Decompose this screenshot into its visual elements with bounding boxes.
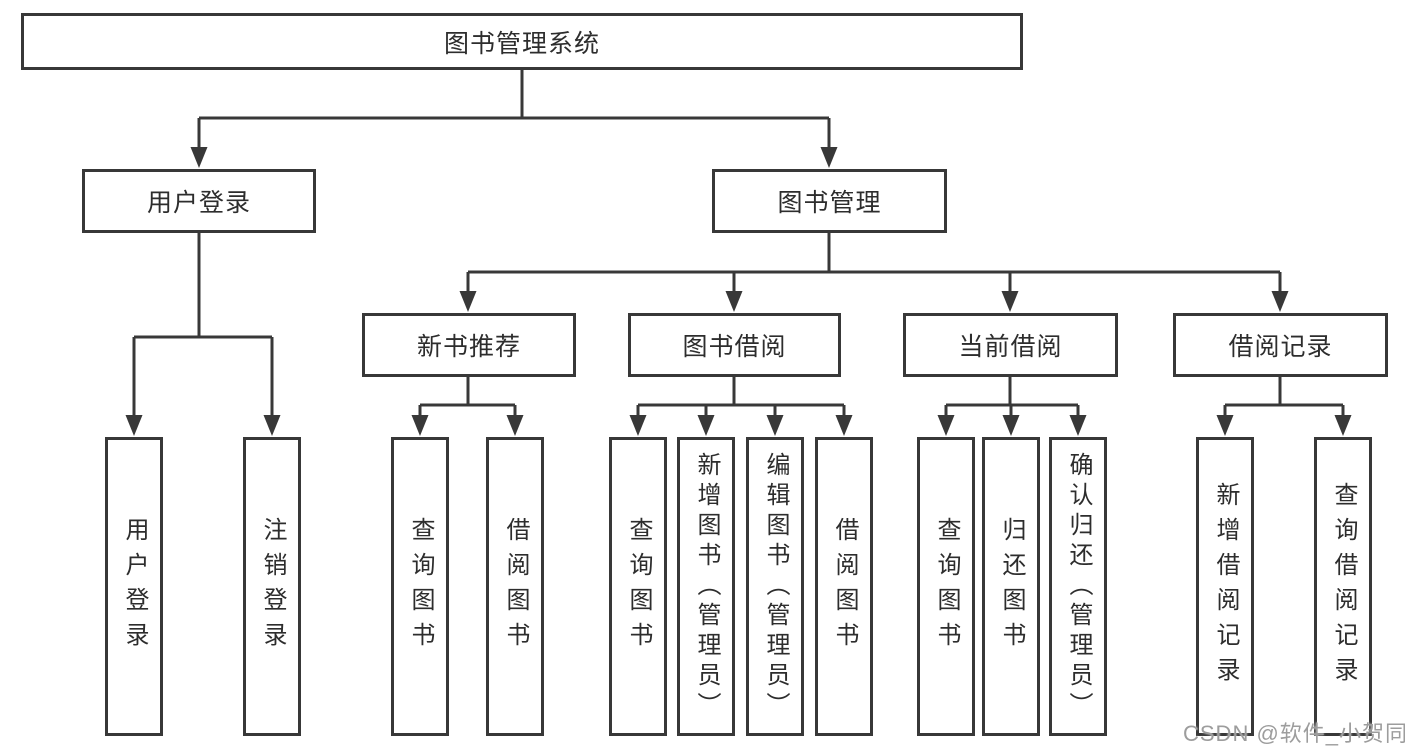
- arrow-icon: [697, 415, 715, 436]
- node-library-management-system: 图书管理系统: [21, 13, 1023, 70]
- arrow-icon: [1001, 291, 1019, 312]
- arrow-icon: [725, 291, 743, 312]
- arrow-icon: [1002, 415, 1020, 436]
- arrow-icon: [263, 415, 281, 436]
- node-current-borrowing: 当前借阅: [903, 313, 1118, 377]
- arrow-icon: [1069, 415, 1087, 436]
- node-bb-edit-books-admin: 编辑图书（管理员）: [746, 437, 804, 736]
- node-label: 注销登录: [259, 516, 286, 657]
- node-nb-query-books: 查询图书: [391, 437, 449, 736]
- node-cb-query-books: 查询图书: [917, 437, 975, 736]
- node-label: 用户登录: [146, 189, 251, 217]
- node-br-query-record: 查询借阅记录: [1314, 437, 1372, 736]
- node-label: 查询图书: [625, 516, 652, 657]
- node-user-login: 用户登录: [105, 437, 163, 736]
- arrow-icon: [125, 415, 143, 436]
- node-br-add-record: 新增借阅记录: [1196, 437, 1254, 736]
- node-label: 编辑图书（管理员）: [762, 451, 789, 722]
- node-label: 查询借阅记录: [1330, 481, 1357, 692]
- node-nb-borrow-books: 借阅图书: [486, 437, 544, 736]
- node-label: 图书管理: [777, 189, 882, 217]
- node-label: 确认归还（管理员）: [1065, 451, 1092, 722]
- node-bb-query-books: 查询图书: [609, 437, 667, 736]
- node-label: 图书管理系统: [443, 29, 600, 58]
- node-logout-login: 注销登录: [243, 437, 301, 736]
- arrow-icon: [190, 147, 208, 168]
- connector-lines: [132, 69, 1345, 417]
- node-borrow-records: 借阅记录: [1173, 313, 1388, 377]
- node-label: 借阅图书: [502, 516, 529, 657]
- arrow-icon: [506, 415, 524, 436]
- node-bb-borrow-books: 借阅图书: [815, 437, 873, 736]
- node-user-login-group: 用户登录: [82, 169, 316, 233]
- node-label: 查询图书: [407, 516, 434, 657]
- arrow-icon: [766, 415, 784, 436]
- arrow-icon: [411, 415, 429, 436]
- node-book-management: 图书管理: [712, 169, 947, 233]
- node-label: 查询图书: [933, 516, 960, 657]
- node-label: 新增借阅记录: [1212, 481, 1239, 692]
- node-label: 新增图书（管理员）: [693, 451, 720, 722]
- arrow-icon: [820, 147, 838, 168]
- arrow-icon: [1216, 415, 1234, 436]
- node-label: 新书推荐: [416, 333, 521, 361]
- node-new-book-recommend: 新书推荐: [362, 313, 576, 377]
- arrow-icon: [459, 291, 477, 312]
- csdn-watermark: CSDN @软件_小贺同学: [1183, 721, 1405, 746]
- node-label: 当前借阅: [958, 333, 1063, 361]
- node-cb-return-books: 归还图书: [982, 437, 1040, 736]
- arrow-icon: [1271, 291, 1289, 312]
- node-label: 图书借阅: [682, 333, 787, 361]
- node-cb-confirm-return-admin: 确认归还（管理员）: [1049, 437, 1107, 736]
- node-label: 归还图书: [998, 516, 1025, 657]
- node-bb-add-books-admin: 新增图书（管理员）: [677, 437, 735, 736]
- node-book-borrowing: 图书借阅: [628, 313, 841, 377]
- node-label: 用户登录: [121, 516, 148, 657]
- arrow-icon: [937, 415, 955, 436]
- node-label: 借阅图书: [831, 516, 858, 657]
- arrow-icon: [835, 415, 853, 436]
- arrow-icon: [629, 415, 647, 436]
- node-label: 借阅记录: [1228, 333, 1333, 361]
- arrow-icon: [1334, 415, 1352, 436]
